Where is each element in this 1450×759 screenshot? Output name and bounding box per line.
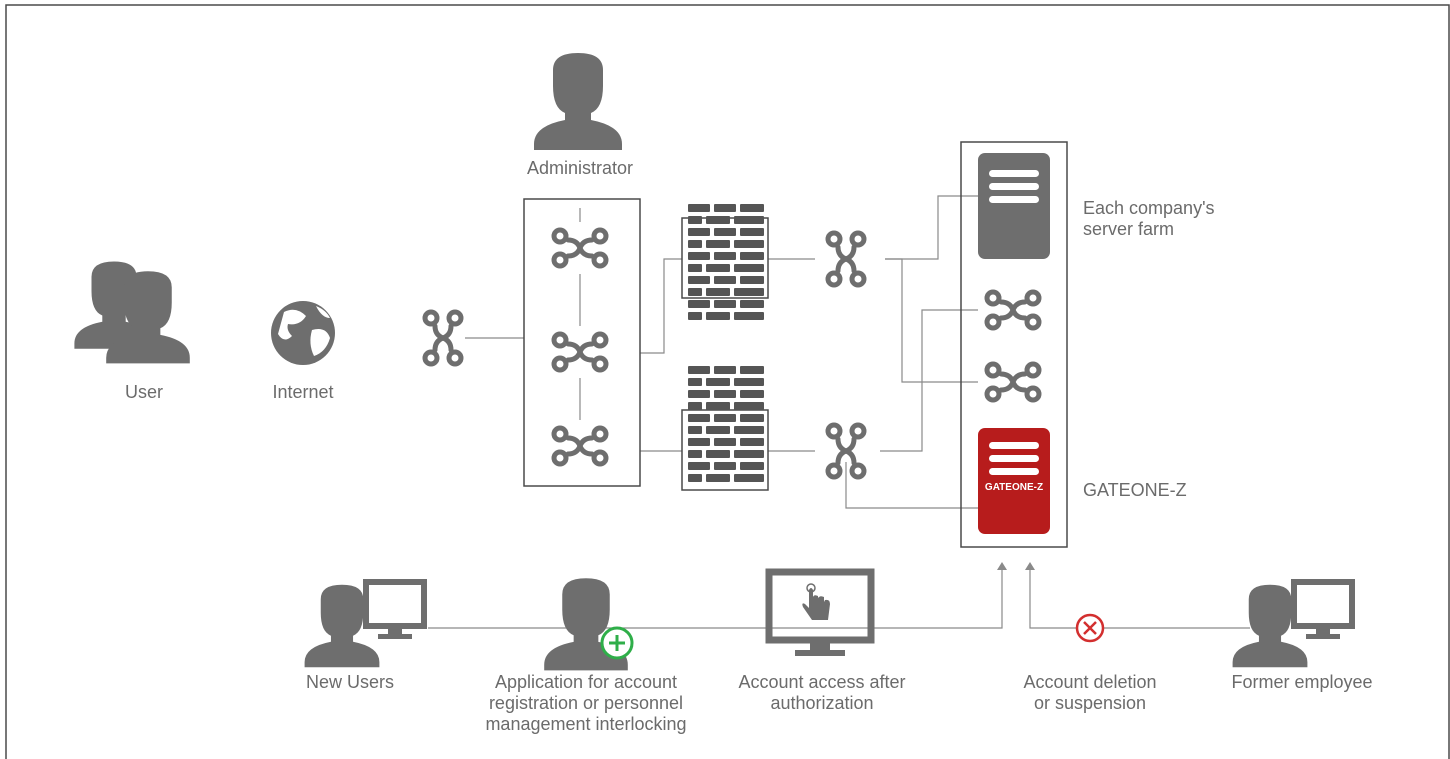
administrator-label: Administrator [526,158,634,178]
account-access-label-line: authorization [770,693,874,713]
switch-icon [425,312,461,364]
firewall-icon [688,366,764,482]
account-deletion-label: Account deletion or suspension [1000,672,1180,714]
account-access-label-line: Account access after [738,672,906,692]
gateone-z-label: GATEONE-Z [1083,480,1187,500]
former-employee-label: Former employee [1231,672,1373,692]
server-icon [978,153,1050,259]
firewall-icon [688,204,764,320]
internet-label: Internet [272,382,334,402]
server-farm-box [960,141,1068,548]
server-farm-label-line: server farm [1083,219,1175,239]
switch-icon [828,233,864,285]
server-farm-label: Each company's server farm [1083,198,1215,240]
add-icon [600,626,634,660]
account-deletion-label-line: Account deletion [1023,672,1157,692]
former-employee-computer-icon [1233,582,1352,667]
switch-icon [987,364,1039,400]
globe-icon [271,301,335,365]
arrow-up-icon [997,562,1007,570]
application-label-line: management interlocking [485,714,687,734]
outer-frame [5,4,1450,759]
new-user-computer-icon [305,582,424,667]
gateone-z-badge: GATEONE-Z [984,482,1044,493]
arrow-up-icon [1025,562,1035,570]
server-farm-label-line: Each company's [1083,198,1215,218]
user-label: User [124,382,163,402]
application-label: Application for account registration or … [466,672,706,735]
account-access-label: Account access after authorization [712,672,932,714]
delete-icon [1075,613,1105,643]
touch-monitor-icon [765,568,875,656]
application-label-line: registration or personnel [488,693,684,713]
new-users-label: New Users [305,672,394,692]
administrator-icon [534,53,622,150]
application-label-line: Application for account [494,672,678,692]
switch-icon [987,292,1039,328]
switch-cluster-box [523,198,641,487]
account-deletion-label-line: or suspension [1033,693,1147,713]
gateone-z-appliance-icon [978,428,1050,534]
